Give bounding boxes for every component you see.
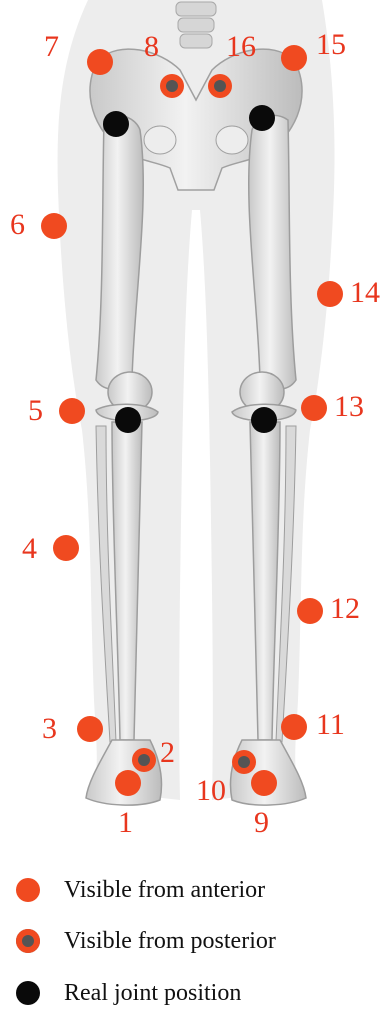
marker-15 (281, 45, 307, 71)
marker-label-2: 2 (160, 738, 175, 768)
marker-9 (251, 770, 277, 796)
marker-label-1: 1 (118, 808, 133, 838)
real-joint-right-knee (251, 407, 277, 433)
marker-5 (59, 398, 85, 424)
marker-label-10: 10 (196, 776, 226, 806)
marker-1 (115, 770, 141, 796)
marker-label-9: 9 (254, 808, 269, 838)
marker-2 (132, 748, 156, 772)
marker-label-4: 4 (22, 534, 37, 564)
marker-label-5: 5 (28, 396, 43, 426)
marker-label-3: 3 (42, 714, 57, 744)
real-joint-left-knee (115, 407, 141, 433)
legend-posterior-text: Visible from posterior (64, 928, 276, 954)
legend-anterior-text: Visible from anterior (64, 877, 265, 903)
real-joint-right-hip (249, 105, 275, 131)
marker-label-7: 7 (44, 32, 59, 62)
marker-8 (160, 74, 184, 98)
legend-real-dot (16, 981, 40, 1005)
marker-7 (87, 49, 113, 75)
marker-label-15: 15 (316, 30, 346, 60)
marker-3 (77, 716, 103, 742)
marker-label-16: 16 (226, 32, 256, 62)
marker-label-11: 11 (316, 710, 345, 740)
marker-10 (232, 750, 256, 774)
marker-16 (208, 74, 232, 98)
legend-posterior-dot (16, 929, 40, 953)
marker-4 (53, 535, 79, 561)
marker-12 (297, 598, 323, 624)
marker-14 (317, 281, 343, 307)
marker-label-14: 14 (350, 278, 380, 308)
marker-label-13: 13 (334, 392, 364, 422)
legend-anterior-dot (16, 878, 40, 902)
marker-label-12: 12 (330, 594, 360, 624)
marker-label-8: 8 (144, 32, 159, 62)
marker-6 (41, 213, 67, 239)
marker-label-6: 6 (10, 210, 25, 240)
marker-11 (281, 714, 307, 740)
legend-real-text: Real joint position (64, 980, 241, 1006)
real-joint-left-hip (103, 111, 129, 137)
marker-13 (301, 395, 327, 421)
lumbar-spine (176, 2, 216, 48)
